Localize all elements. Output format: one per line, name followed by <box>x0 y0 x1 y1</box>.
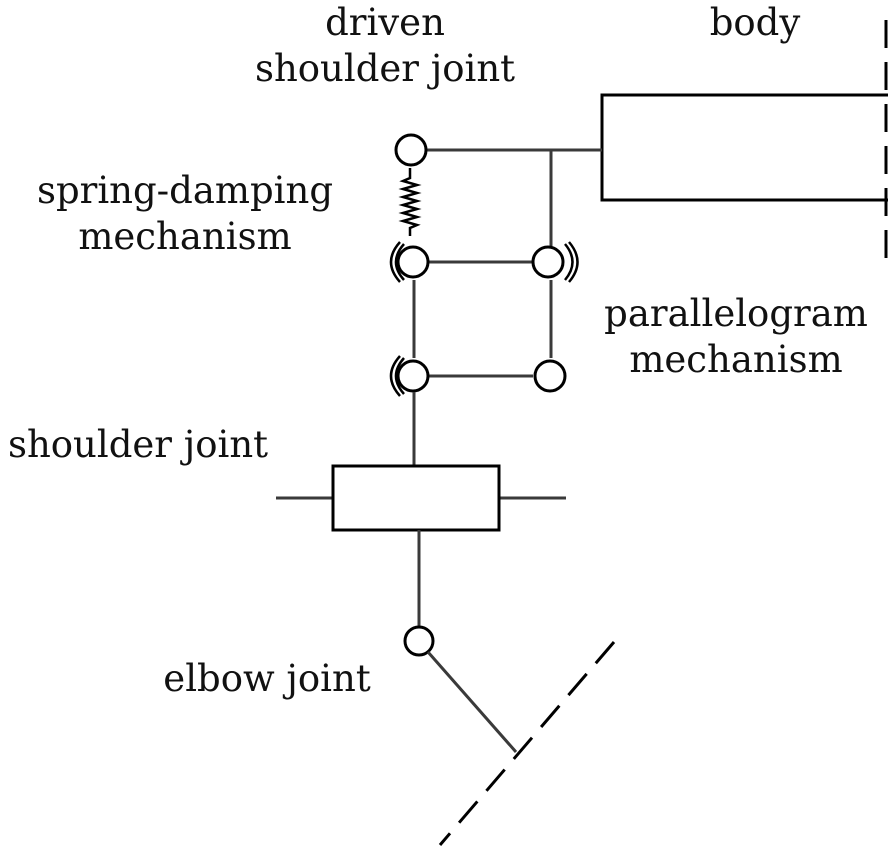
label-parallelogram-line2: mechanism <box>629 338 843 381</box>
parallelogram-joint-bottom-right <box>533 359 567 393</box>
label-elbow-joint: elbow joint <box>152 656 382 702</box>
parallelogram-joint-top-left <box>396 245 430 279</box>
label-spring-damping-mechanism: spring-damping mechanism <box>18 168 352 260</box>
parallelogram-joint-bottom-left <box>396 359 430 393</box>
label-spring-line2: mechanism <box>78 215 292 258</box>
label-driven-shoulder-joint: driven shoulder joint <box>238 0 532 92</box>
body-frame <box>600 93 888 202</box>
driven-shoulder-joint-circle <box>394 133 428 167</box>
label-spring-line1: spring-damping <box>36 169 334 212</box>
forearm-link <box>426 651 518 753</box>
spring-icon <box>398 168 422 236</box>
label-driven-line2: shoulder joint <box>254 47 516 90</box>
label-driven-line1: driven <box>325 1 445 44</box>
label-body-text: body <box>709 1 801 44</box>
shoulder-joint-box <box>276 464 566 532</box>
label-elbow-text: elbow joint <box>163 657 371 700</box>
label-parallelogram-line1: parallelogram <box>604 292 868 335</box>
parallelogram-joint-top-right <box>531 245 565 279</box>
label-parallelogram-mechanism: parallelogram mechanism <box>588 291 884 383</box>
damper-cups <box>389 241 579 397</box>
label-shoulder-text: shoulder joint <box>7 423 269 466</box>
parallelogram-mechanism <box>412 260 553 378</box>
elbow-joint-circle <box>403 625 435 657</box>
forearm-axis-dashed <box>438 641 616 846</box>
label-body: body <box>690 0 820 46</box>
label-shoulder-joint: shoulder joint <box>0 422 276 468</box>
